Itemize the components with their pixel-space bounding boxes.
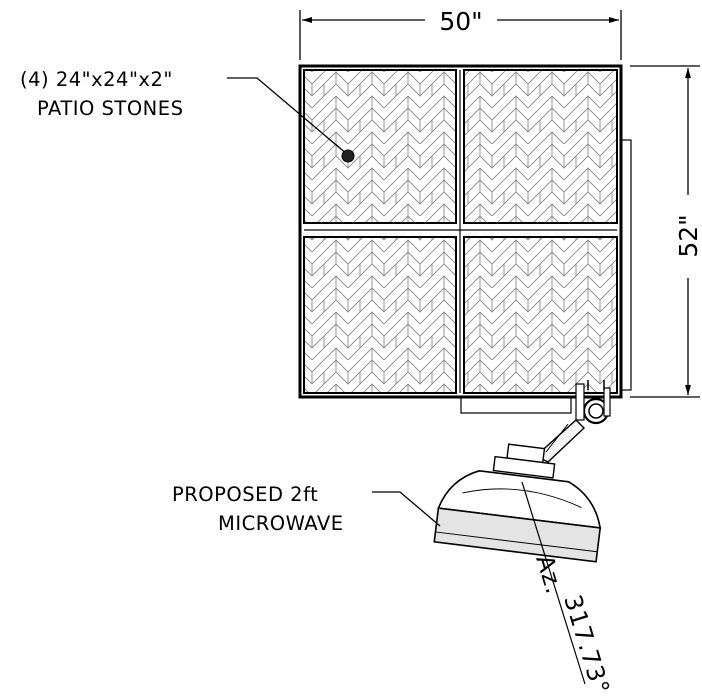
microwave-callout: PROPOSED 2ft MICROWAVE: [172, 483, 441, 535]
patio-stones-leader-dot: [341, 149, 355, 163]
microwave-mount: [534, 380, 611, 463]
dish-radome: [433, 507, 602, 563]
mount-arm-detail: [545, 423, 569, 453]
patio-stones-leader: [227, 77, 349, 156]
patio-stone-top-right: [463, 69, 618, 224]
azimuth-value: 317.73°: [558, 592, 615, 696]
dish-shell-contour: [462, 488, 582, 508]
microwave-dish: [433, 443, 602, 563]
mount-bracket-left: [575, 383, 585, 421]
width-dimension: 50": [299, 7, 622, 60]
pad-bottom-rail: [460, 396, 572, 414]
height-dimension: 52": [630, 65, 702, 398]
dish-back-shell: [437, 470, 602, 529]
azimuth-line: [521, 481, 586, 685]
microwave-label-line2: MICROWAVE: [218, 512, 344, 535]
microwave-leader: [372, 491, 441, 527]
microwave-label-line1: PROPOSED 2ft: [172, 483, 318, 506]
patio-stones-label-line2: PATIO STONES: [37, 97, 183, 120]
dish-hub-ring: [492, 455, 556, 479]
mount-bolts: [587, 380, 605, 390]
mount-pipe-inner: [588, 403, 604, 419]
patio-stones-pad: [298, 64, 632, 414]
height-dimension-label: 52": [674, 214, 702, 257]
patio-stones-callout: (4) 24"x24"x2" PATIO STONES: [20, 68, 355, 163]
patio-stone-bottom-left: [303, 236, 457, 394]
mount-bracket-right: [603, 387, 611, 417]
width-dimension-label: 50": [439, 7, 482, 36]
patio-stone-bottom-right: [463, 236, 618, 394]
azimuth-prefix: Az.: [530, 552, 568, 598]
patio-stone-top-left: [303, 69, 457, 224]
patio-stones-label-line1: (4) 24"x24"x2": [20, 68, 173, 91]
mount-arm: [534, 419, 586, 463]
dish-radome-rim: [435, 531, 598, 553]
